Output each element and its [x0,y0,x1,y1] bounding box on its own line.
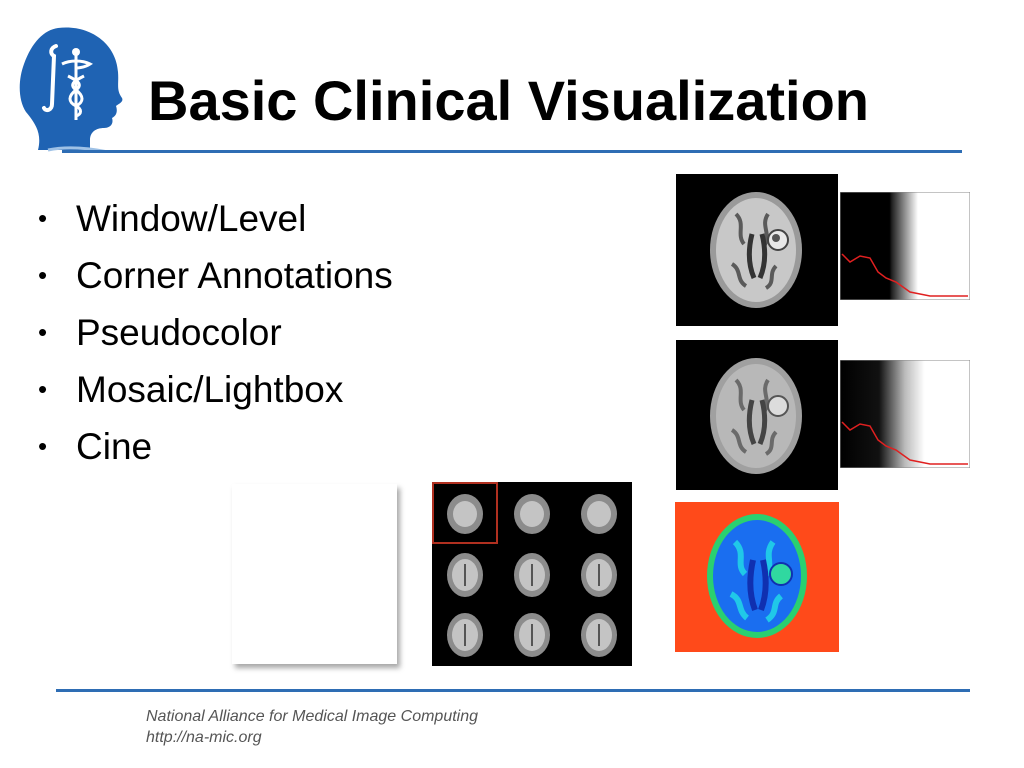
brain-slice-icon [707,514,807,638]
bullet-icon: • [38,203,48,233]
bullet-text: Mosaic/Lightbox [76,369,344,410]
window-level-histogram-image [840,360,970,468]
bullet-item: • Mosaic/Lightbox [38,361,393,418]
bullet-text: Pseudocolor [76,312,282,353]
histogram-icon [840,192,970,300]
bullet-text: Cine [76,426,153,467]
mri-slice-window-level-image [676,174,838,326]
mosaic-grid-icon [432,482,617,657]
footer-divider [56,689,970,692]
bullet-item: • Window/Level [38,190,393,247]
bullet-icon: • [38,317,48,347]
bullet-icon: • [38,260,48,290]
footer-org: National Alliance for Medical Image Comp… [146,708,479,725]
page-title: Basic Clinical Visualization [148,69,869,132]
bullet-text: Corner Annotations [76,255,393,296]
cine-placeholder-image [232,484,397,664]
brain-slice-icon [710,192,802,308]
mosaic-lightbox-image [432,482,632,666]
title-divider [62,150,962,153]
bullet-text: Window/Level [76,198,307,239]
mri-slice-corner-annotations-image [676,340,838,490]
window-level-histogram-image [840,192,970,300]
footer: National Alliance for Medical Image Comp… [146,706,478,748]
pseudocolor-slice-image [675,502,839,652]
bullet-item: • Cine [38,418,393,475]
bullet-icon: • [38,431,48,461]
footer-url: http://na-mic.org [146,729,262,746]
slicer-logo-icon [19,27,123,152]
histogram-icon [840,360,970,468]
bullet-icon: • [38,374,48,404]
bullet-item: • Pseudocolor [38,304,393,361]
bullet-item: • Corner Annotations [38,247,393,304]
brain-slice-icon [710,358,802,474]
bullet-list: • Window/Level • Corner Annotations • Pseud… [38,190,393,475]
